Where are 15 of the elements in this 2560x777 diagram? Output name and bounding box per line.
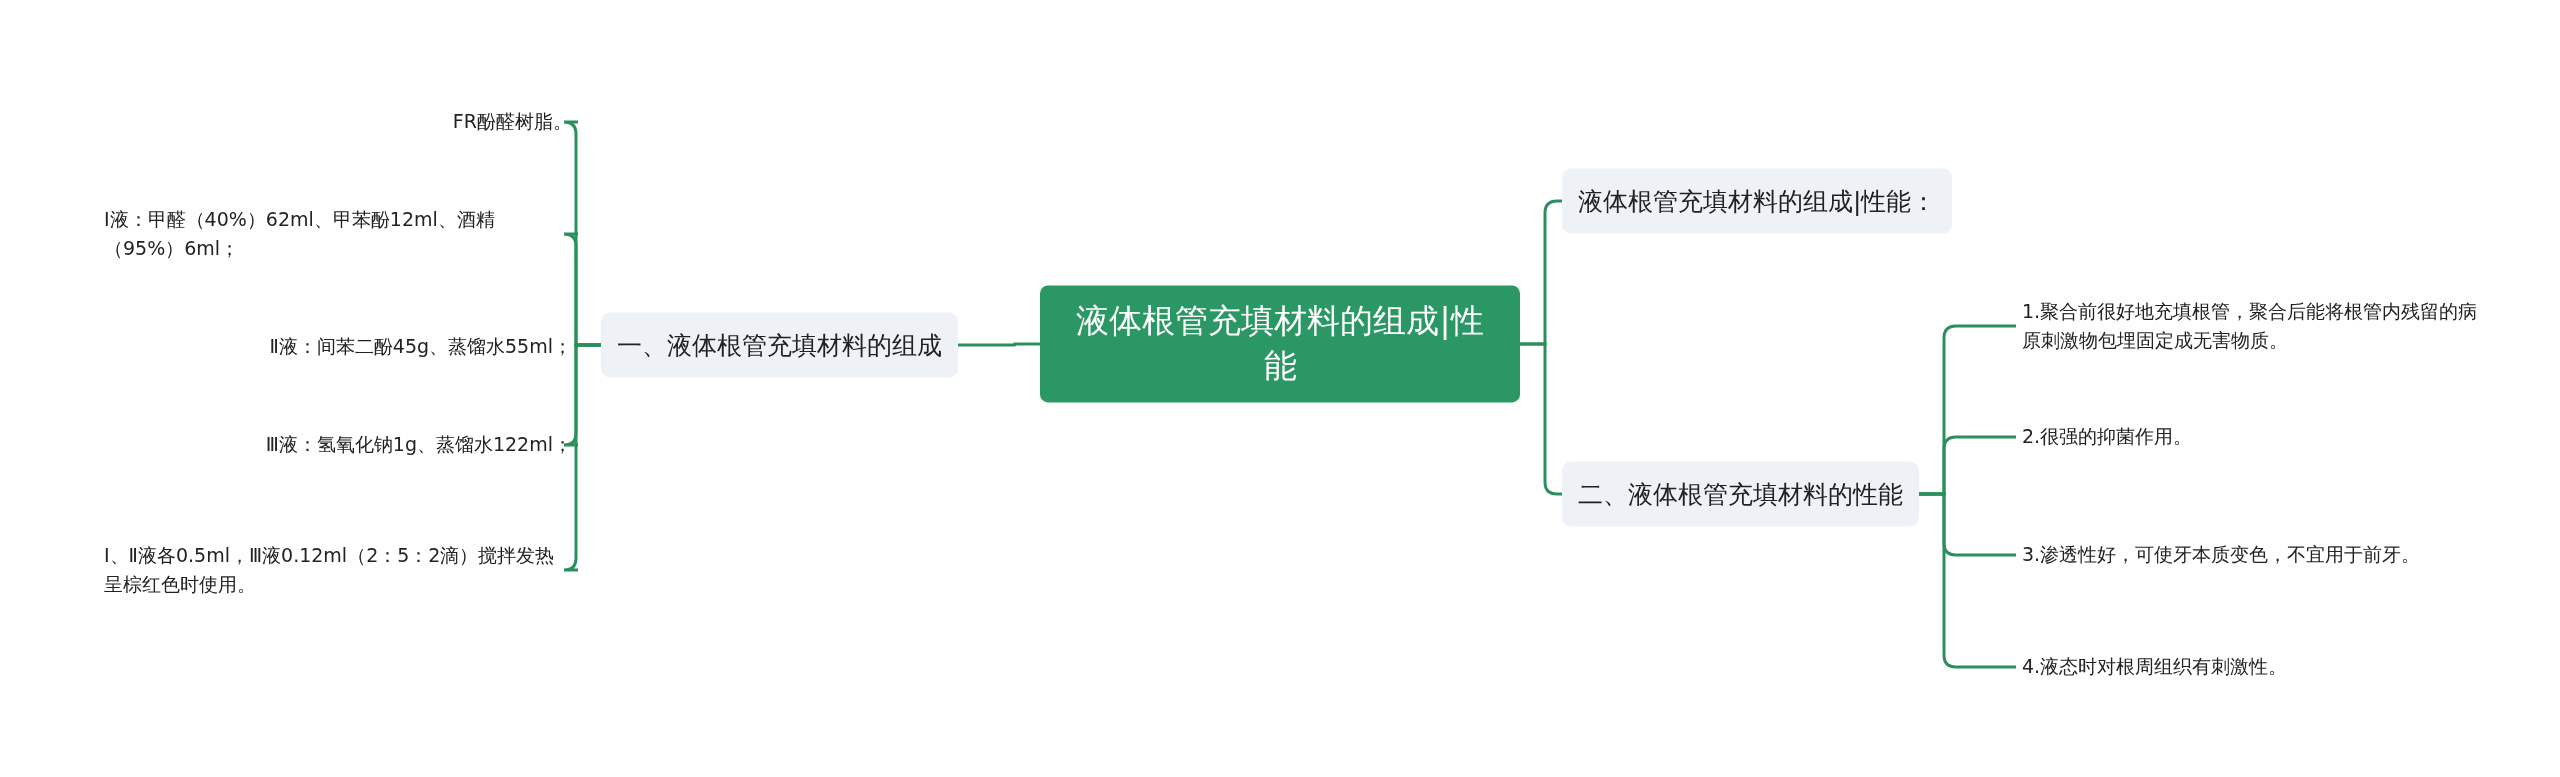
subtopic-text: Ⅱ液：间苯二酚45g、蒸馏水55ml； xyxy=(263,328,578,366)
central-topic-box: 液体根管充填材料的组成|性能 xyxy=(1040,285,1520,403)
connector-line xyxy=(958,342,1040,347)
subtopic-text: Ⅰ、Ⅱ液各0.5ml，Ⅲ液0.12ml（2：5：2滴）搅拌发热呈棕红色时使用。 xyxy=(98,536,578,604)
topic-box: 二、液体根管充填材料的性能 xyxy=(1562,461,1919,527)
subtopic-text: Ⅰ液：甲醛（40%）62ml、甲苯酚12ml、酒精（95%）6ml； xyxy=(98,200,578,268)
subtopic-text: Ⅲ液：氢氧化钠1g、蒸馏水122ml； xyxy=(259,426,578,464)
subtopic-text: 1.聚合前很好地充填根管，聚合后能将根管内残留的病原刺激物包埋固定成无害物质。 xyxy=(2016,292,2486,360)
subtopic-text: 4.液态时对根周组织有刺激性。 xyxy=(2016,648,2294,686)
connector-line xyxy=(1919,492,2016,669)
subtopic-text: 2.很强的抑菌作用。 xyxy=(2016,418,2199,456)
subtopic-text: FR酚醛树脂。 xyxy=(446,103,578,141)
topic-box: 一、液体根管充填材料的组成 xyxy=(601,312,958,378)
topic-box: 液体根管充填材料的组成|性能： xyxy=(1562,168,1953,234)
subtopic-text: 3.渗透性好，可使牙本质变色，不宜用于前牙。 xyxy=(2016,536,2427,574)
